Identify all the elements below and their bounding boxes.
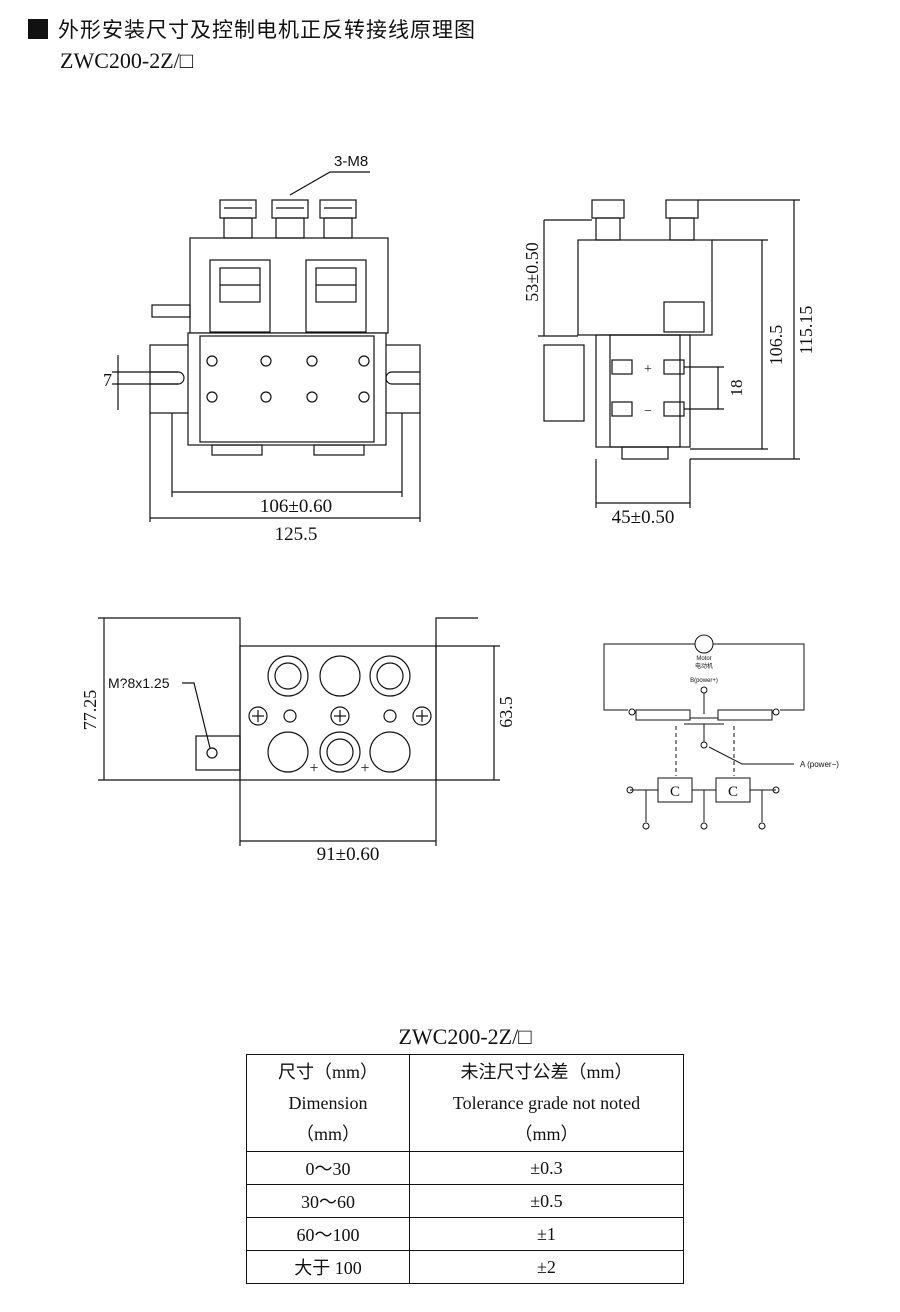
tolerance-cell: ±1 xyxy=(409,1217,684,1251)
thread-note: M?8x1.25 xyxy=(108,675,170,691)
stud-holes xyxy=(267,655,411,773)
table-caption: ZWC200-2Z/□ xyxy=(398,1024,532,1049)
screw-heads xyxy=(248,706,432,726)
dim-width-outer-label: 125.5 xyxy=(275,524,318,545)
table-header-row: 尺寸（mm） Dimension （mm） 未注尺寸公差（mm） Toleran… xyxy=(246,1054,684,1152)
thread-label: 3-M8 xyxy=(334,153,368,170)
dim-height-body-label: 63.5 xyxy=(496,696,516,728)
range-cell: 60～100 xyxy=(246,1217,410,1251)
top-view: + + M?8x1.25 77.25 63.5 91±0.60 xyxy=(80,617,516,865)
rivet-holes xyxy=(206,355,370,403)
dim-height-total-label: 77.25 xyxy=(80,690,100,731)
page-title: 外形安装尺寸及控制电机正反转接线原理图 xyxy=(58,18,476,42)
col1-header-cn: 尺寸（mm） xyxy=(277,1061,378,1082)
tolerance-table: 尺寸（mm） Dimension （mm） 未注尺寸公差（mm） Toleran… xyxy=(246,1054,684,1284)
tolerance-cell: ±0.3 xyxy=(409,1151,684,1185)
dim-depth-label: 45±0.50 xyxy=(612,507,675,528)
range-cell: 30～60 xyxy=(246,1184,410,1218)
minus-terminal-label: − xyxy=(644,404,652,419)
dim-height-label: 106.5 xyxy=(766,325,786,366)
table-row: 60～100 ±1 xyxy=(246,1217,684,1251)
model-number: ZWC200-2Z/□ xyxy=(60,48,194,73)
table-row: 大于 100 ±2 xyxy=(246,1250,684,1284)
page-header: 外形安装尺寸及控制电机正反转接线原理图 ZWC200-2Z/□ xyxy=(28,14,476,74)
plus-mark-left: + xyxy=(309,760,318,777)
terminal-stud-middle xyxy=(271,199,309,239)
wiring-schematic: Motor 电动机 B(power+) A (power−) C C xyxy=(603,634,839,830)
terminal-stud-left xyxy=(219,199,257,239)
col1-header: 尺寸（mm） Dimension （mm） xyxy=(246,1054,410,1152)
dim-slot-label: 7 xyxy=(103,370,112,390)
col2-header-cn: 未注尺寸公差（mm） xyxy=(460,1061,633,1082)
col2-header-unit: （mm） xyxy=(514,1123,579,1144)
dim-terminal-pitch-label: 18 xyxy=(727,380,746,397)
side-view: + − 53±0.50 106.5 115.15 18 45±0.50 xyxy=(522,199,816,528)
node-b-label: B(power+) xyxy=(690,678,718,684)
motor-icon xyxy=(694,634,714,654)
dim-total-label: 115.15 xyxy=(796,306,816,355)
range-cell: 大于 100 xyxy=(246,1250,410,1284)
col1-header-en: Dimension xyxy=(288,1092,368,1113)
leader-line xyxy=(289,171,370,196)
coil-c-right xyxy=(715,777,751,803)
table-row: 30～60 ±0.5 xyxy=(246,1184,684,1218)
plus-mark-right: + xyxy=(360,760,369,777)
square-bullet-icon xyxy=(28,19,48,39)
col2-header-en: Tolerance grade not noted xyxy=(452,1092,641,1113)
tolerance-cell: ±0.5 xyxy=(409,1184,684,1218)
table-row: 0～30 ±0.3 xyxy=(246,1151,684,1185)
dim-width-inner-label: 106±0.60 xyxy=(260,496,332,517)
technical-drawings: 3-M8 7 106±0.60 125.5 + − 53±0.50 106.5 xyxy=(80,153,839,865)
coil-label-right: C xyxy=(728,784,738,800)
lower-body xyxy=(187,332,387,446)
plus-terminal-label: + xyxy=(644,362,652,377)
motor-label-cn: 电动机 xyxy=(695,662,713,670)
motor-label-en: Motor xyxy=(696,656,711,662)
range-cell: 0～30 xyxy=(246,1151,410,1185)
coil-label-left: C xyxy=(670,784,680,800)
tolerance-cell: ±2 xyxy=(409,1250,684,1284)
dim-top-label: 53±0.50 xyxy=(522,242,542,301)
front-view: 3-M8 7 106±0.60 125.5 xyxy=(103,153,421,545)
col1-header-unit: （mm） xyxy=(295,1123,360,1144)
dim-width-label: 91±0.60 xyxy=(317,844,380,865)
node-a-label: A (power−) xyxy=(800,760,839,769)
coil-c-left xyxy=(657,777,693,803)
col2-header: 未注尺寸公差（mm） Tolerance grade not noted （mm… xyxy=(409,1054,684,1152)
terminal-stud-right xyxy=(319,199,357,239)
